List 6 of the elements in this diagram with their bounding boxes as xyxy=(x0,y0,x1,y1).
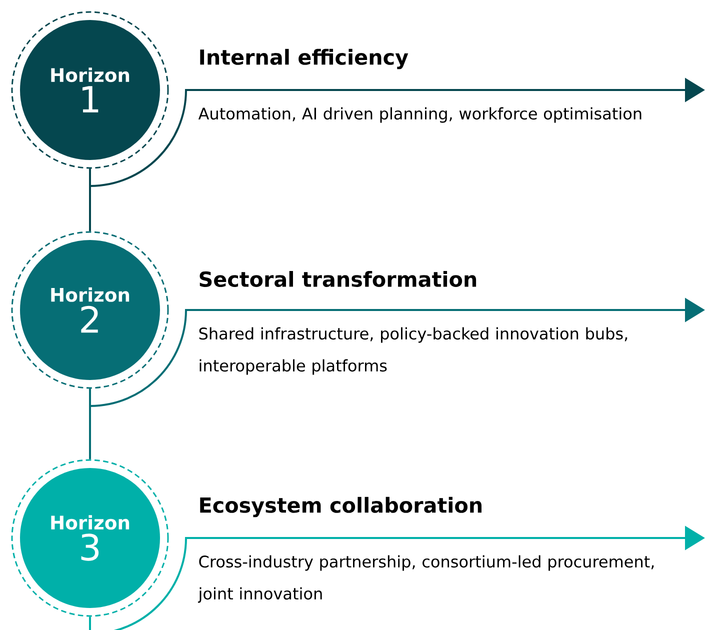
horizon-description: Cross-industry partnership, consortium-led procurement, joint innovation xyxy=(198,555,654,603)
horizon-heading: Ecosystem collaboration xyxy=(200,496,482,518)
horizon-heading: Internal efficiency xyxy=(200,48,408,70)
horizon-description: Automation, AI driven planning, workforce optimisation xyxy=(198,107,642,123)
horizon-heading: Sectoral transformation xyxy=(200,271,476,287)
horizon-description: Shared infrastructure, policy-backed innovation bubs, interoperable platforms xyxy=(199,327,628,375)
